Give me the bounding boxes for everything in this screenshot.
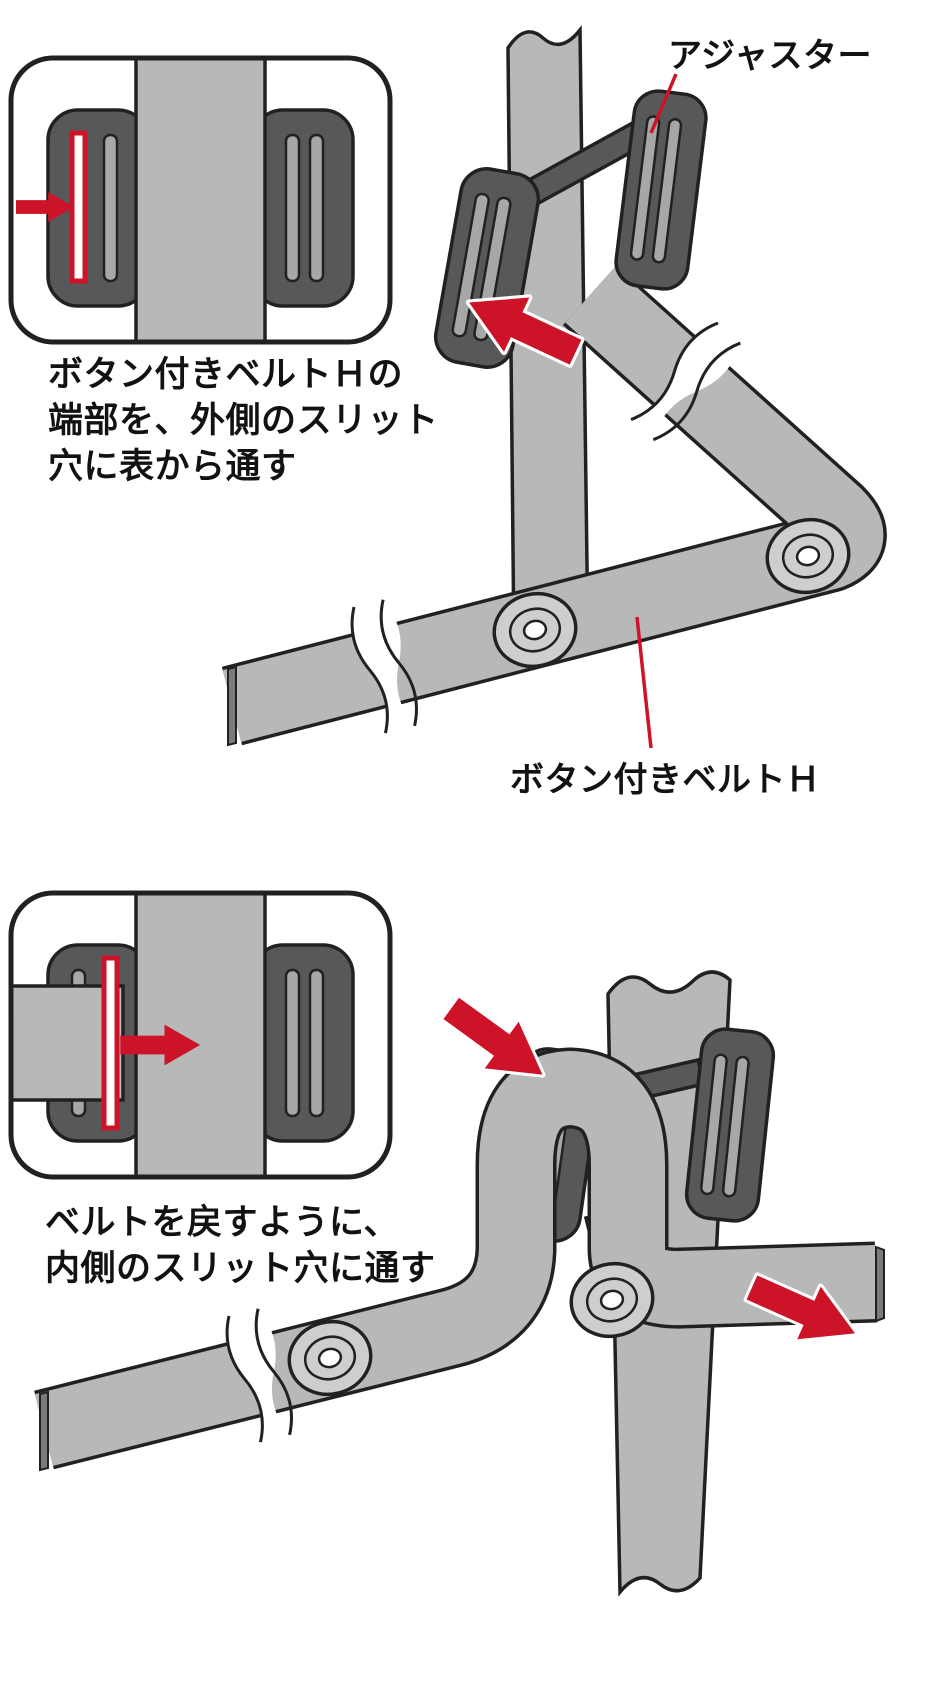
adjuster-right-wing	[251, 108, 355, 308]
belt-strap	[134, 893, 267, 1177]
adjuster-label: アジャスター	[668, 37, 872, 75]
snap-button-icon	[287, 1319, 373, 1397]
snap-button-icon	[492, 591, 578, 669]
step2-caption: ベルトを戻すように、 内側のスリット穴に通す	[45, 1200, 436, 1292]
step1-inset-illustration	[8, 55, 393, 345]
step1-caption: ボタン付きベルトＨの 端部を、外側のスリット 穴に表から通す	[48, 352, 439, 490]
belt-h-label: ボタン付きベルトＨ	[510, 761, 821, 799]
outer-slit	[284, 968, 301, 1118]
inner-slit	[308, 133, 325, 283]
belt-cut-edge	[227, 665, 237, 747]
outer-slit	[284, 133, 301, 283]
leader-line-adjuster	[649, 73, 678, 134]
step2-caption-line: ベルトを戻すように、	[45, 1203, 399, 1242]
step1-caption-line: 穴に表から通す	[48, 446, 297, 486]
belt-end-highlight	[101, 955, 120, 1131]
leader-line-belt	[635, 616, 653, 749]
inner-slit	[651, 117, 683, 264]
belt-cut-edge	[39, 1390, 49, 1472]
step2-inset-illustration	[8, 890, 393, 1180]
inset-border	[8, 55, 393, 345]
inner-slit	[102, 133, 119, 283]
step1-caption-line: ボタン付きベルトＨの	[48, 355, 404, 394]
adjuster-right-wing	[251, 943, 355, 1143]
inner-slit	[721, 1055, 750, 1198]
step2-caption-line: 内側のスリット穴に通す	[45, 1248, 436, 1288]
adjuster-right-wing	[684, 1027, 776, 1223]
adjuster-right-wing	[614, 89, 708, 291]
step1-main-illustration	[221, 25, 887, 749]
snap-button-icon	[569, 1261, 655, 1339]
belt-strap	[134, 58, 267, 342]
step1-caption-line: 端部を、外側のスリット	[48, 400, 439, 440]
outer-slit	[629, 115, 661, 261]
snap-button-icon	[765, 517, 851, 595]
inner-slit	[308, 968, 325, 1118]
inset-border	[8, 890, 393, 1180]
outer-slit	[700, 1053, 728, 1196]
step2-main-illustration	[34, 970, 885, 1597]
outer-slit	[451, 192, 490, 338]
belt-cut-edge	[875, 1245, 885, 1323]
